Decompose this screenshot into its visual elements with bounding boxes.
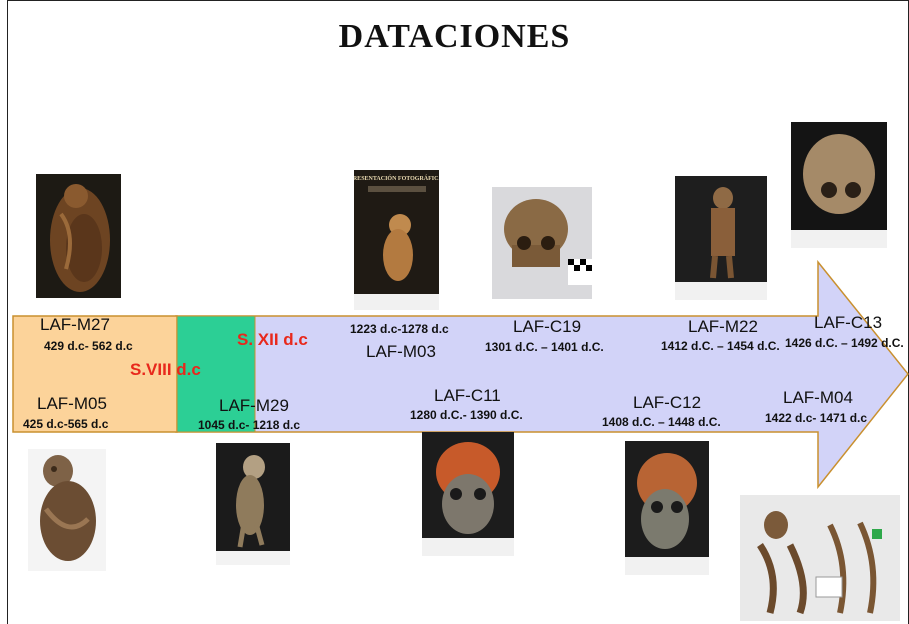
entry-code: LAF-C19 [513,317,582,336]
mummy-photo-m22 [675,176,767,300]
arrow-body [175,259,909,490]
mummy-photo-m27 [36,174,121,298]
entry-date: 1280 d.C.- 1390 d.C. [410,408,523,422]
entry-code: LAF-M05 [37,394,107,413]
band-green [176,315,256,433]
entry-code: LAF-M22 [688,317,758,336]
entry-code: LAF-C11 [434,386,501,405]
entry-date: 1426 d.C. – 1492 d.C. [785,336,904,350]
entry-date: 1223 d.c-1278 d.c [350,322,449,336]
remains-photo-m04 [740,495,900,621]
entry-code: LAF-C13 [814,313,883,332]
poster-heading: PRESENTACIÓN FOTOGRÁFICA [354,174,439,182]
mummy-photo-m29 [216,443,290,565]
entry-date: 429 d.c- 562 d.c [44,339,133,353]
entry-date: 425 d.c-565 d.c [23,417,109,431]
entry-date: 1301 d.C. – 1401 d.C. [485,340,604,354]
entry-date: 1045 d.c- 1218 d.c [198,418,301,432]
skull-photo-c19 [492,187,592,299]
slide-title: DATACIONES [338,18,571,55]
skull-photo-c12 [625,441,709,575]
entry-code: LAF-M27 [40,315,110,334]
entry-date: 1408 d.C. – 1448 d.C. [602,415,721,429]
entry-code: LAF-M04 [783,388,853,407]
mummy-photo-m05 [28,449,106,571]
entry-date: 1422 d.c- 1471 d.c [765,411,868,425]
skull-photo-c13 [791,122,887,248]
entry-code: LAF-M29 [219,396,289,415]
entry-date: 1412 d.C. – 1454 d.C. [661,339,780,353]
skull-photo-c11 [422,432,514,556]
mummy-photo-m03: PRESENTACIÓN FOTOGRÁFICA [354,170,439,310]
entry-code: LAF-M03 [366,342,436,361]
entry-code: LAF-C12 [633,393,702,412]
era-label-s8: S.VIII d.c [130,360,201,379]
era-label-s12: S. XII d.c [237,330,308,349]
